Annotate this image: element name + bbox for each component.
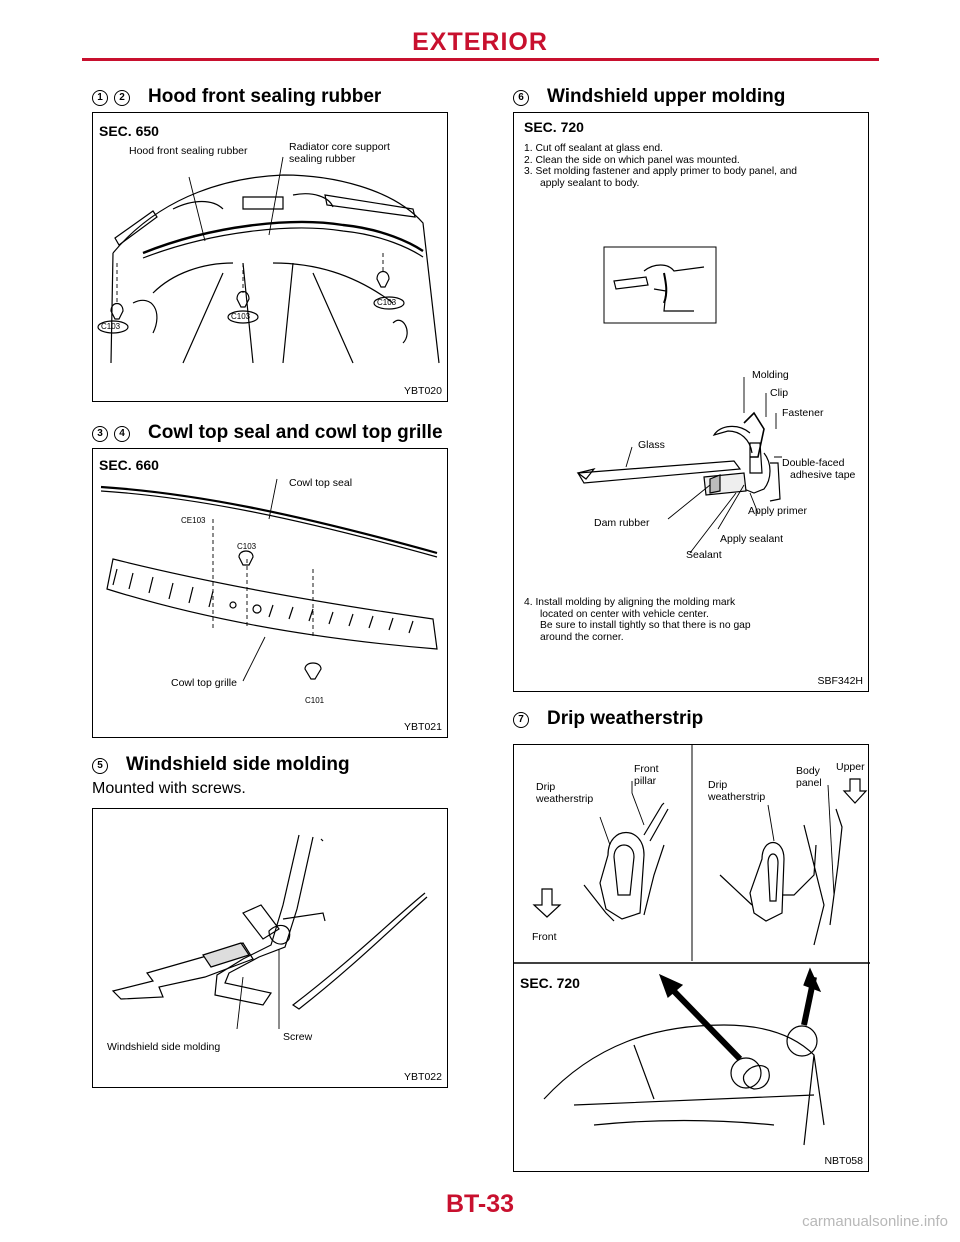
clip-label: C103 <box>377 298 397 307</box>
label-front: Front <box>532 931 557 943</box>
item-number-2: 2 <box>114 90 130 106</box>
instruction-step-4: 4. Install molding by aligning the moldi… <box>524 597 751 643</box>
label-fastener: Fastener <box>782 407 824 419</box>
label-front-pillar-line1: Front <box>634 763 659 775</box>
label-drip-weatherstrip-line2: weatherstrip <box>536 793 594 805</box>
clip-label: C103 <box>231 312 251 321</box>
section-title: Drip weatherstrip <box>547 708 704 729</box>
side-molding-illustration <box>111 834 428 1030</box>
section-code: SEC. 720 <box>520 975 580 991</box>
figure-id: YBT021 <box>404 721 442 733</box>
item-number-6: 6 <box>513 90 529 106</box>
step-text: 2. Clean the side on which panel was mou… <box>524 154 740 166</box>
instruction-steps-1-3: 1. Cut off sealant at glass end. 2. Clea… <box>524 143 797 189</box>
item-number-5: 5 <box>92 758 108 774</box>
drip-illustration <box>514 745 870 1146</box>
label-apply-primer: Apply primer <box>748 505 807 517</box>
figure-cowl: SEC. 660 Cowl top seal Cowl top grille C… <box>92 448 448 738</box>
page-header-title: EXTERIOR <box>412 28 548 56</box>
clip-label: C103 <box>237 542 257 551</box>
figure-drip: Drip weatherstrip Front pillar Drip weat… <box>513 744 870 1172</box>
step-text: apply sealant to body. <box>540 177 640 189</box>
figure-hood-rubber: SEC. 650 Hood front sealing rubber Radia… <box>92 112 448 402</box>
label-apply-sealant: Apply sealant <box>720 533 784 545</box>
step-text: located on center with vehicle center. <box>540 608 709 620</box>
section-code: SEC. 660 <box>99 457 159 473</box>
label-drip-weatherstrip-2-line1: Drip <box>708 779 728 791</box>
upper-molding-illustration <box>576 246 782 554</box>
header-rule <box>82 58 879 61</box>
label-windshield-side-molding: Windshield side molding <box>107 1041 221 1053</box>
label-sealant: Sealant <box>686 549 722 561</box>
item-number-3: 3 <box>92 426 108 442</box>
clip-label: C103 <box>101 322 121 331</box>
section-code: SEC. 720 <box>524 119 584 135</box>
label-molding: Molding <box>752 369 789 381</box>
section-code: SEC. 650 <box>99 123 159 139</box>
clip-label: C101 <box>305 696 325 705</box>
label-double-faced-line2: adhesive tape <box>790 469 856 481</box>
section-title: Cowl top seal and cowl top grille <box>148 422 443 443</box>
item-number-7: 7 <box>513 712 529 728</box>
label-body-panel-line2: panel <box>796 777 822 789</box>
label-upper: Upper <box>836 761 865 773</box>
label-radiator-seal-line2: sealing rubber <box>289 153 356 165</box>
label-front-pillar-line2: pillar <box>634 775 657 787</box>
label-drip-weatherstrip-line1: Drip <box>536 781 556 793</box>
section-heading-drip: 7 Drip weatherstrip <box>513 708 703 730</box>
label-cowl-top-grille: Cowl top grille <box>171 677 237 689</box>
label-hood-front-sealing-rubber: Hood front sealing rubber <box>129 145 248 157</box>
label-dam-rubber: Dam rubber <box>594 517 650 529</box>
section-title: Hood front sealing rubber <box>148 86 382 107</box>
label-screw: Screw <box>283 1031 313 1043</box>
section-heading-side-molding: 5 Windshield side molding <box>92 754 350 776</box>
label-drip-weatherstrip-2-line2: weatherstrip <box>708 791 766 803</box>
label-body-panel-line1: Body <box>796 765 820 777</box>
body-text-mounted-with-screws: Mounted with screws. <box>92 780 246 797</box>
item-number-4: 4 <box>114 426 130 442</box>
section-heading-upper-molding: 6 Windshield upper molding <box>513 86 785 108</box>
watermark-url: carmanualsonline.info <box>802 1213 948 1230</box>
section-title: Windshield side molding <box>126 754 350 775</box>
label-clip: Clip <box>770 387 789 399</box>
label-double-faced-line1: Double-faced <box>782 457 845 469</box>
item-number-1: 1 <box>92 90 108 106</box>
step-text: 4. Install molding by aligning the moldi… <box>524 597 736 608</box>
cowl-illustration <box>100 478 438 682</box>
step-text: 3. Set molding fastener and apply primer… <box>524 166 798 177</box>
figure-upper-molding: SEC. 720 1. Cut off sealant at glass end… <box>513 112 869 692</box>
label-radiator-seal-line1: Radiator core support <box>289 141 390 153</box>
figure-id: SBF342H <box>817 675 863 687</box>
label-cowl-top-seal: Cowl top seal <box>289 477 353 489</box>
section-title: Windshield upper molding <box>547 86 786 107</box>
figure-id: NBT058 <box>824 1155 863 1167</box>
step-text: 1. Cut off sealant at glass end. <box>524 143 663 154</box>
figure-id: YBT020 <box>404 385 442 397</box>
figure-id: YBT022 <box>404 1071 442 1083</box>
step-text: Be sure to install tightly so that there… <box>540 620 751 631</box>
hood-illustration <box>97 156 440 364</box>
step-text: around the corner. <box>540 631 624 643</box>
label-glass: Glass <box>638 439 665 451</box>
figure-side-molding: Windshield side molding Screw YBT022 <box>92 808 448 1088</box>
clip-label: CE103 <box>181 516 206 525</box>
page-number: BT-33 <box>445 1190 515 1218</box>
